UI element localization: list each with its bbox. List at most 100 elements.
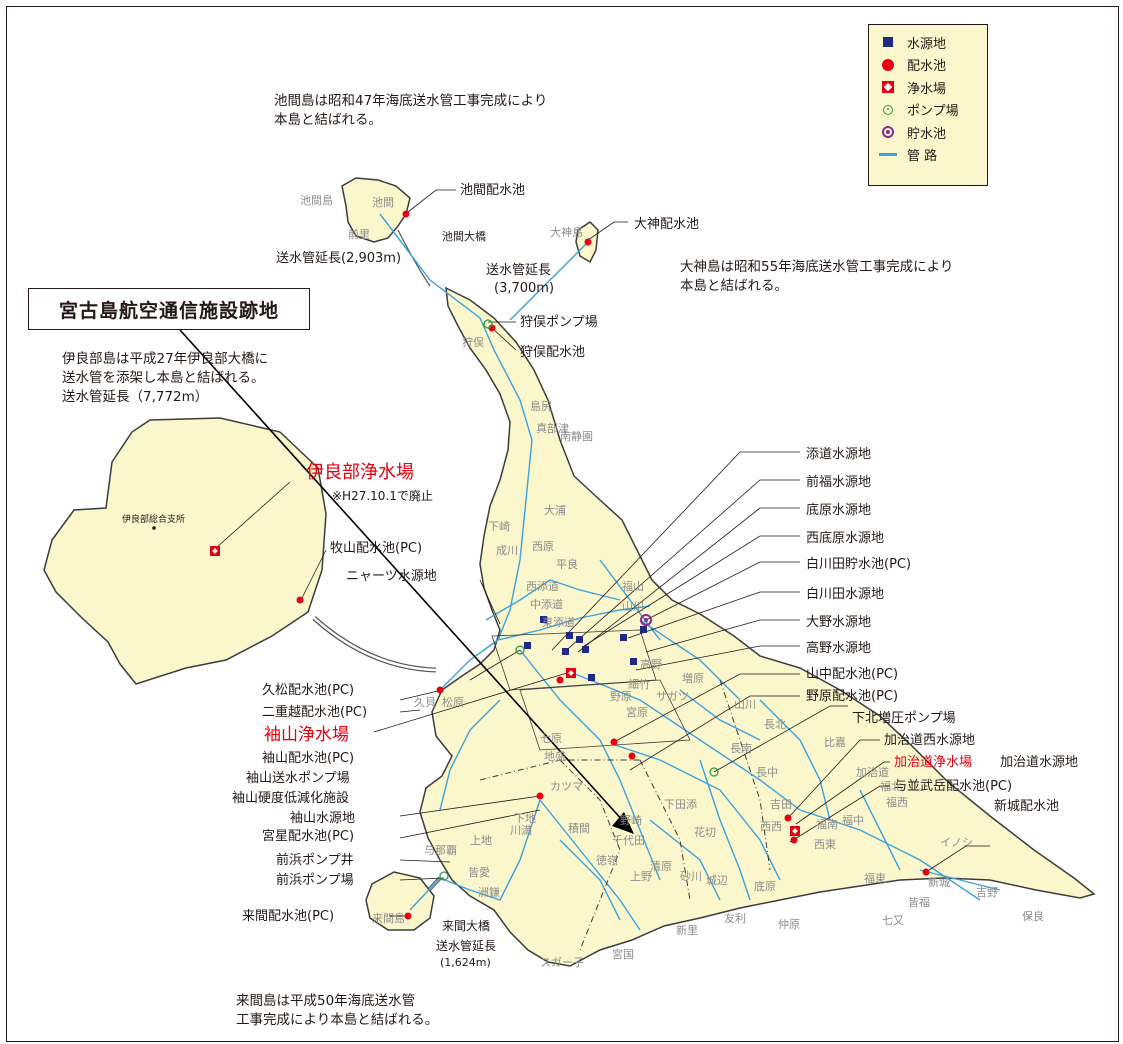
svg-text:スガー子: スガー子 xyxy=(540,956,584,969)
svg-text:山川: 山川 xyxy=(622,600,644,613)
svg-text:松原: 松原 xyxy=(442,695,464,709)
reservoir-marker xyxy=(640,614,652,626)
svg-text:花切: 花切 xyxy=(694,826,716,839)
district-boundaries xyxy=(479,679,771,951)
svg-text:福東: 福東 xyxy=(864,871,886,885)
label-nyatsu-source: ニャーツ水源地 xyxy=(346,569,437,584)
svg-text:徳嶺: 徳嶺 xyxy=(596,854,618,867)
note-irabu: 伊良部島は平成27年伊良部大橋に 送水管を添架し本島と結ばれる。 送水管延長（7… xyxy=(62,351,269,405)
pump-markers xyxy=(439,319,719,881)
svg-text:大神島: 大神島 xyxy=(550,225,583,239)
svg-text:下地: 下地 xyxy=(514,812,536,825)
legend-source: 水源地 xyxy=(879,31,987,54)
callout-arrow-head xyxy=(612,812,634,834)
pipeline-icon xyxy=(879,153,897,157)
svg-text:増原: 増原 xyxy=(682,672,704,685)
svg-text:高野: 高野 xyxy=(640,657,662,671)
kurima-island-shape xyxy=(365,871,435,931)
svg-text:南静園: 南静園 xyxy=(560,429,593,443)
label-sodeyama-source: 袖山水源地 xyxy=(290,811,355,826)
svg-text:保良: 保良 xyxy=(1022,909,1044,923)
legend-plant: 浄水場 xyxy=(879,76,987,99)
svg-text:長北: 長北 xyxy=(764,718,786,731)
svg-text:新里: 新里 xyxy=(676,923,698,937)
svg-text:野原: 野原 xyxy=(610,690,632,703)
svg-text:宮国: 宮国 xyxy=(612,947,634,961)
svg-text:吉野: 吉野 xyxy=(976,886,998,899)
svg-text:東添道: 東添道 xyxy=(542,615,575,629)
source-markers xyxy=(524,616,647,681)
svg-text:下田添: 下田添 xyxy=(664,797,697,811)
note-kurima: 来間島は平成50年海底送水管 工事完成により本島と結ばれる。 xyxy=(236,993,439,1028)
svg-text:島尻: 島尻 xyxy=(530,399,552,413)
svg-text:福山: 福山 xyxy=(622,579,644,593)
svg-text:狩俣: 狩俣 xyxy=(462,335,484,349)
label-sodeyama-plant: 袖山浄水場 xyxy=(264,725,349,745)
label-ikema-dist: 池間配水池 xyxy=(460,183,525,198)
water-source-icon xyxy=(883,37,893,48)
label-karimata-dist: 狩俣配水池 xyxy=(520,345,585,360)
svg-text:池間: 池間 xyxy=(372,196,394,209)
svg-text:福南: 福南 xyxy=(816,817,838,831)
label-sodeyama-dist: 袖山配水池(PC) xyxy=(262,751,354,766)
svg-text:加治道: 加治道 xyxy=(856,765,889,779)
svg-text:イノシ: イノシ xyxy=(940,836,973,849)
label-nobaru-dist: 野原配水池(PC) xyxy=(806,689,898,704)
label-ogami-dist: 大神配水池 xyxy=(634,217,699,232)
label-kadekaru-plant: 加治道浄水場 xyxy=(894,755,972,770)
label-sodeyama-pump: 袖山送水ポンプ場 xyxy=(246,771,350,786)
label-makiyama-dist: 牧山配水池(PC) xyxy=(330,541,422,556)
svg-text:七原: 七原 xyxy=(540,732,562,745)
plant-markers xyxy=(210,546,800,836)
leader-lines xyxy=(215,189,990,917)
purification-plant-icon xyxy=(882,81,894,94)
pump-station-icon xyxy=(883,104,893,115)
legend-reservoir: 貯水池 xyxy=(879,121,987,144)
svg-text:上地: 上地 xyxy=(470,834,492,847)
label-sodeyama-soft: 袖山硬度低減化施設 xyxy=(232,790,349,806)
label-pipe-ogami-2: (3,700m) xyxy=(494,281,554,296)
label-pipe-ogami-1: 送水管延長 xyxy=(486,263,551,278)
distribution-reservoir-icon xyxy=(882,58,894,71)
irabu-island-shape xyxy=(43,417,327,685)
label-maehama-well: 前浜ポンプ井 xyxy=(276,852,354,868)
label-irabu-plant: 伊良部浄水場 xyxy=(306,462,414,483)
svg-text:来間島: 来間島 xyxy=(372,911,405,925)
svg-text:中添道: 中添道 xyxy=(530,597,563,611)
svg-text:比嘉: 比嘉 xyxy=(824,735,846,749)
callout-facility-site: 宮古島航空通信施設跡地 xyxy=(28,288,310,330)
label-kurima-dist: 来間配水池(PC) xyxy=(242,909,334,924)
svg-text:上野: 上野 xyxy=(630,870,652,883)
svg-text:城辺: 城辺 xyxy=(706,874,728,887)
label-soedo-source: 添道水源地 xyxy=(806,447,871,462)
svg-text:池間島: 池間島 xyxy=(300,193,333,207)
irabu-bridge xyxy=(312,616,437,673)
legend-pump: ポンプ場 xyxy=(879,99,987,122)
callout-arrow-line xyxy=(179,329,625,823)
label-takano-source: 高野水源地 xyxy=(806,640,871,656)
svg-text:カツマ: カツマ xyxy=(550,780,583,793)
label-pipe-kurima-2: (1,624m) xyxy=(440,956,491,969)
label-sokobaru-source: 底原水源地 xyxy=(806,502,871,518)
label-shimoji-pump: 下北増圧ポンプ場 xyxy=(852,711,956,726)
label-futae-dist: 二重越配水池(PC) xyxy=(262,704,367,720)
svg-text:下崎: 下崎 xyxy=(488,519,510,533)
map-legend: 水源地 配水池 浄水場 ポンプ場 貯水池 管 路 xyxy=(868,24,988,186)
svg-text:川満: 川満 xyxy=(510,824,532,837)
svg-text:地盛: 地盛 xyxy=(544,749,566,763)
svg-text:平良: 平良 xyxy=(556,557,578,571)
svg-text:サガツ: サガツ xyxy=(656,690,689,703)
note-ikema: 池間島は昭和47年海底送水管工事完成により 本島と結ばれる。 xyxy=(274,93,548,128)
svg-text:成川: 成川 xyxy=(496,544,518,557)
svg-text:新城: 新城 xyxy=(928,875,950,889)
svg-text:与那覇: 与那覇 xyxy=(424,844,457,857)
svg-text:積間: 積間 xyxy=(568,821,590,835)
svg-text:西西: 西西 xyxy=(760,820,782,833)
svg-text:福中: 福中 xyxy=(842,813,864,827)
label-kadekaru-west-source: 加治道西水源地 xyxy=(884,733,975,748)
svg-text:吉田: 吉田 xyxy=(770,798,792,811)
label-irabu-closed: ※H27.10.1で廃止 xyxy=(332,488,433,503)
label-ikema-bridge: 池間大橋 xyxy=(442,229,486,243)
svg-text:福西: 福西 xyxy=(886,795,908,809)
